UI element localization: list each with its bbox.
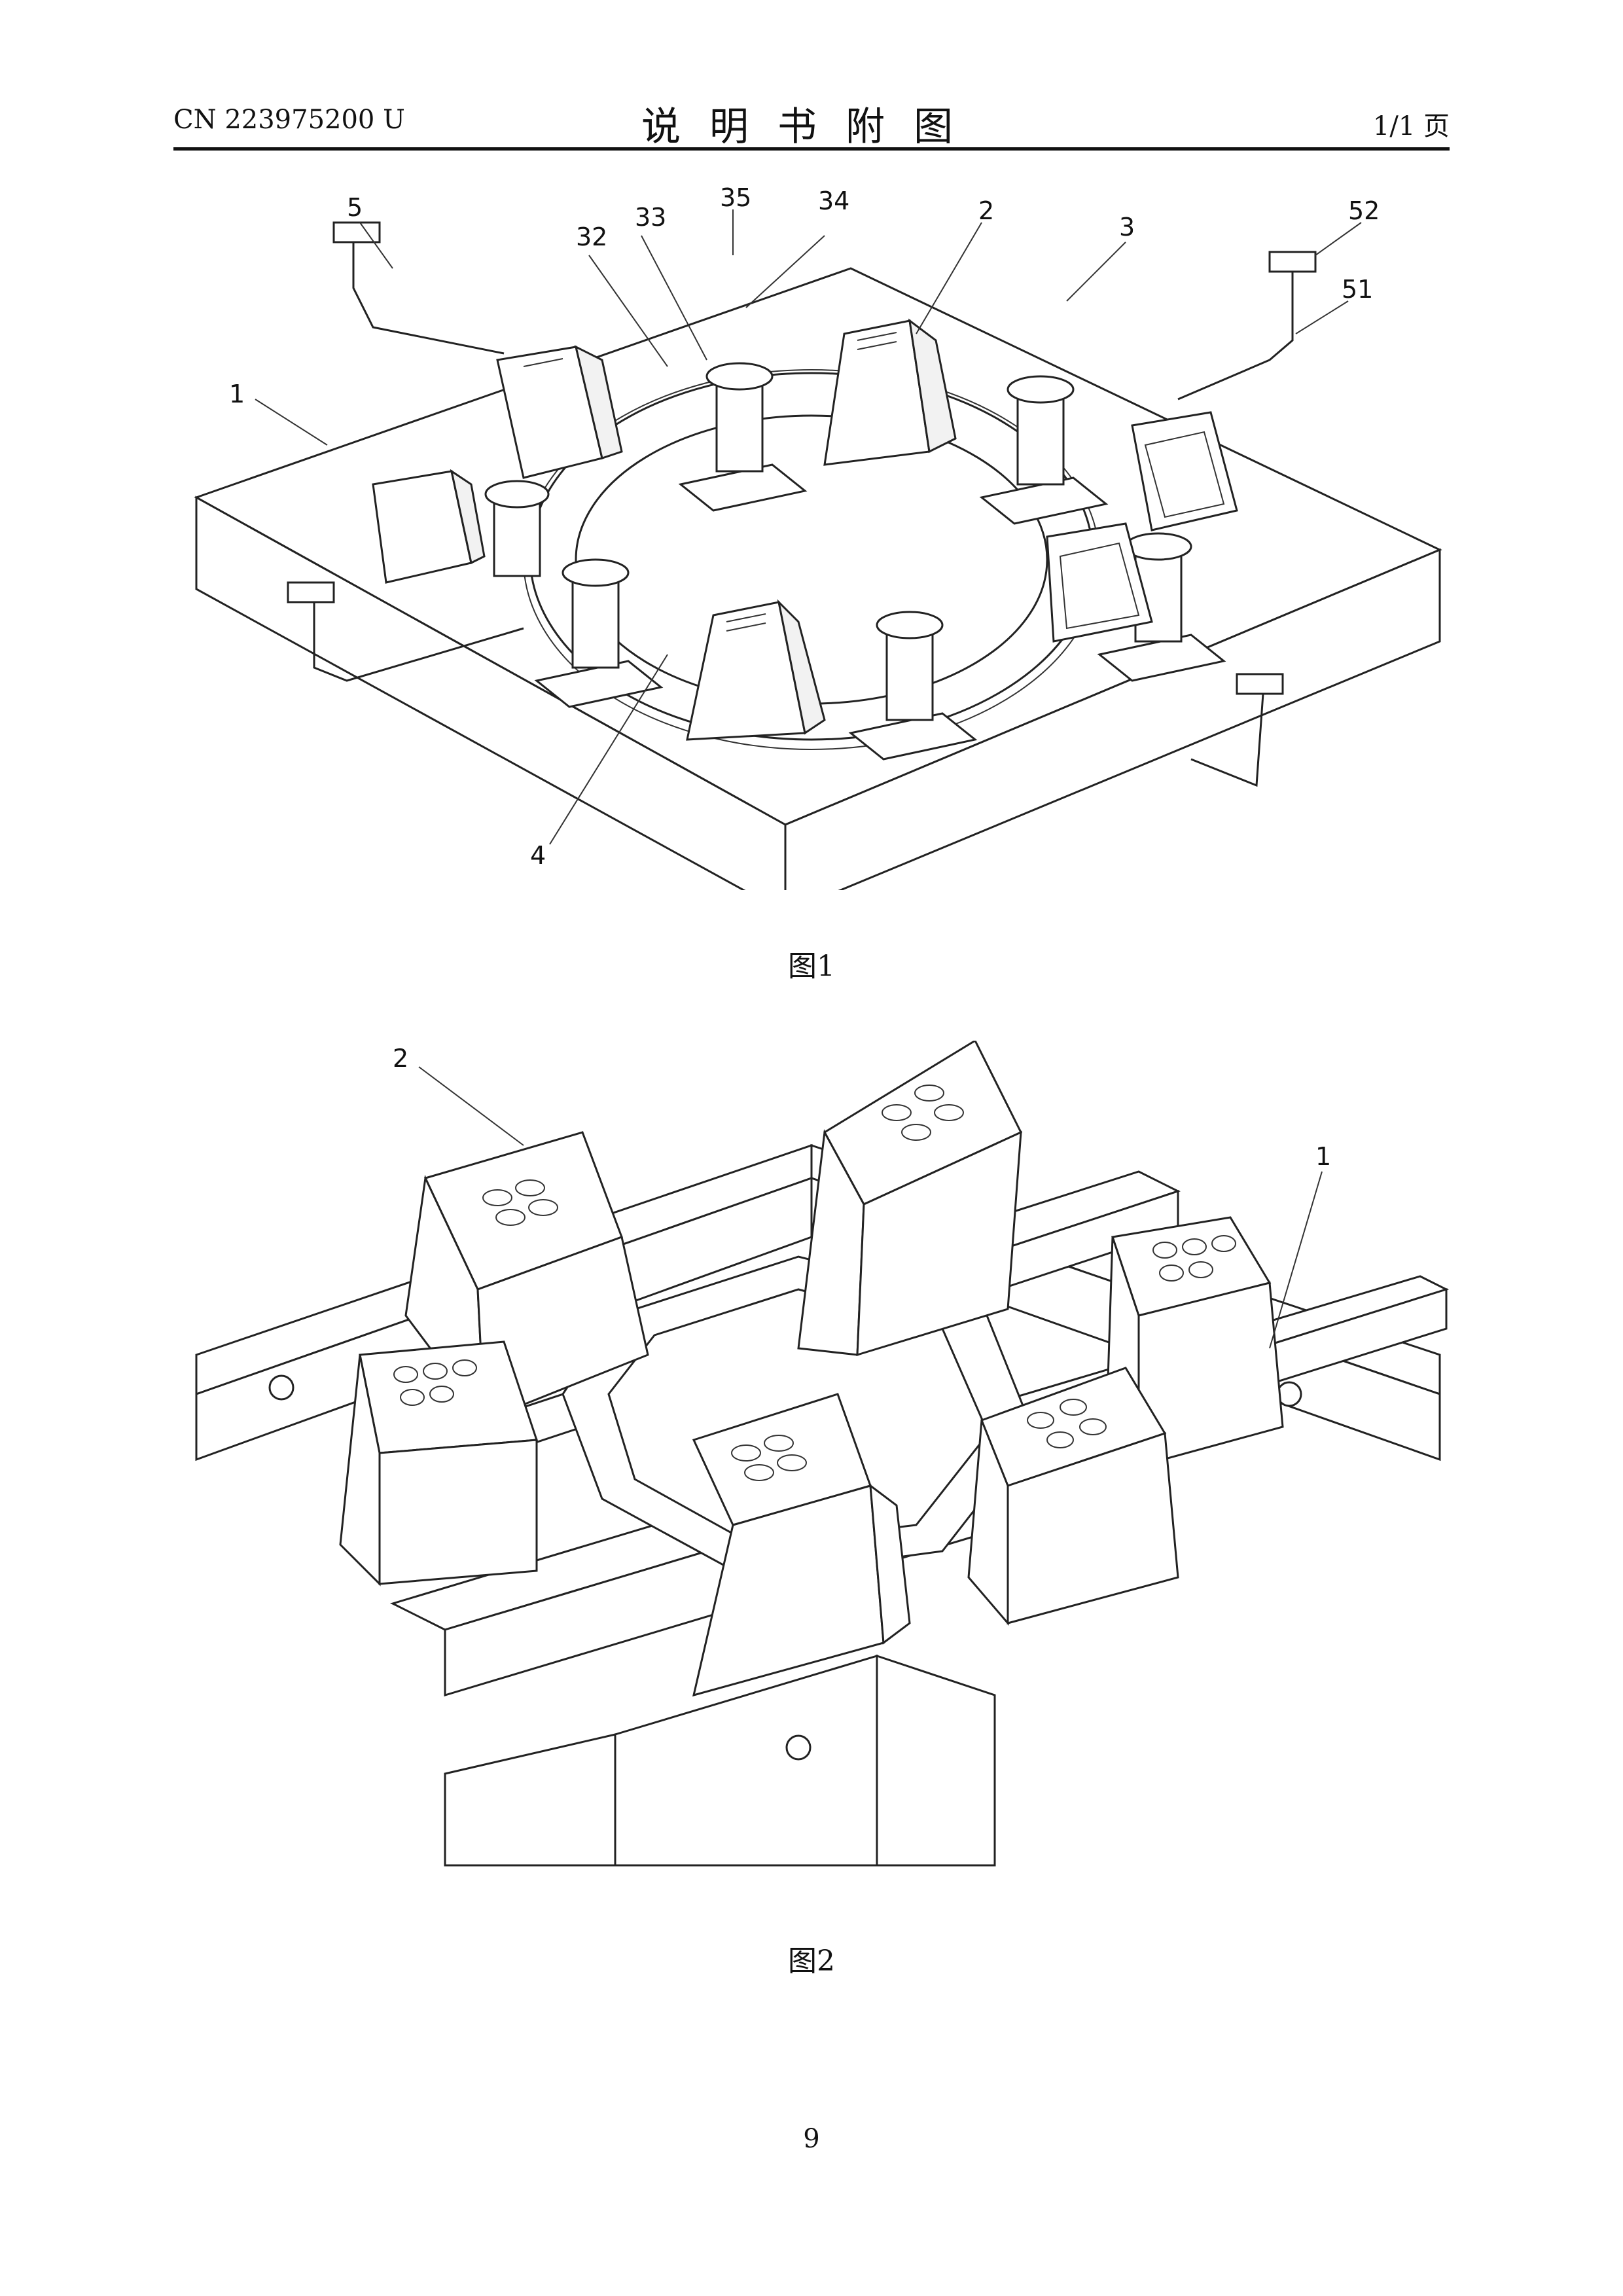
beam-end-right bbox=[877, 1656, 995, 1865]
header-rule bbox=[173, 147, 1450, 151]
beam-end-front bbox=[615, 1656, 877, 1865]
trapezoid-support bbox=[1132, 412, 1237, 530]
figure-2-drawing: 2 1 bbox=[157, 1041, 1466, 1892]
figure-2-caption: 图2 bbox=[0, 1937, 1623, 1979]
trapezoid-support bbox=[825, 321, 955, 465]
label-51: 51 bbox=[1342, 275, 1373, 304]
label-1: 1 bbox=[229, 380, 245, 408]
ring-inner bbox=[576, 416, 1047, 704]
bolt-hole bbox=[787, 1736, 810, 1759]
label-52: 52 bbox=[1348, 196, 1380, 225]
figure-2-svg: 2 1 bbox=[157, 1041, 1466, 1892]
label-5: 5 bbox=[347, 193, 363, 222]
trapezoid-block bbox=[340, 1342, 537, 1584]
figure-1-caption: 图1 bbox=[0, 942, 1623, 984]
label-2: 2 bbox=[393, 1044, 408, 1073]
figure-1-svg: 5 1 32 33 35 34 2 3 52 51 4 bbox=[157, 183, 1466, 890]
label-35: 35 bbox=[720, 183, 751, 212]
trapezoid-block bbox=[798, 1041, 1021, 1355]
arm bbox=[353, 236, 504, 353]
label-3: 3 bbox=[1119, 213, 1135, 242]
label-32: 32 bbox=[576, 223, 607, 251]
figure-1-drawing: 5 1 32 33 35 34 2 3 52 51 4 bbox=[157, 183, 1466, 890]
label-1: 1 bbox=[1315, 1142, 1331, 1171]
label-34: 34 bbox=[818, 187, 849, 215]
page-count: 1/1 页 bbox=[1373, 105, 1450, 143]
arm-pad bbox=[1270, 252, 1315, 272]
arm-pad bbox=[288, 583, 334, 602]
arm-pad bbox=[1237, 674, 1283, 694]
bolt-hole bbox=[270, 1376, 293, 1399]
beam-end-left bbox=[445, 1734, 615, 1865]
leader-line bbox=[419, 1067, 524, 1145]
label-4: 4 bbox=[530, 841, 546, 870]
label-33: 33 bbox=[635, 203, 666, 232]
arm-pad bbox=[334, 223, 380, 242]
arm bbox=[1178, 268, 1293, 399]
page-number: 9 bbox=[0, 2124, 1623, 2154]
label-2: 2 bbox=[978, 196, 994, 225]
pedestal bbox=[486, 481, 548, 576]
